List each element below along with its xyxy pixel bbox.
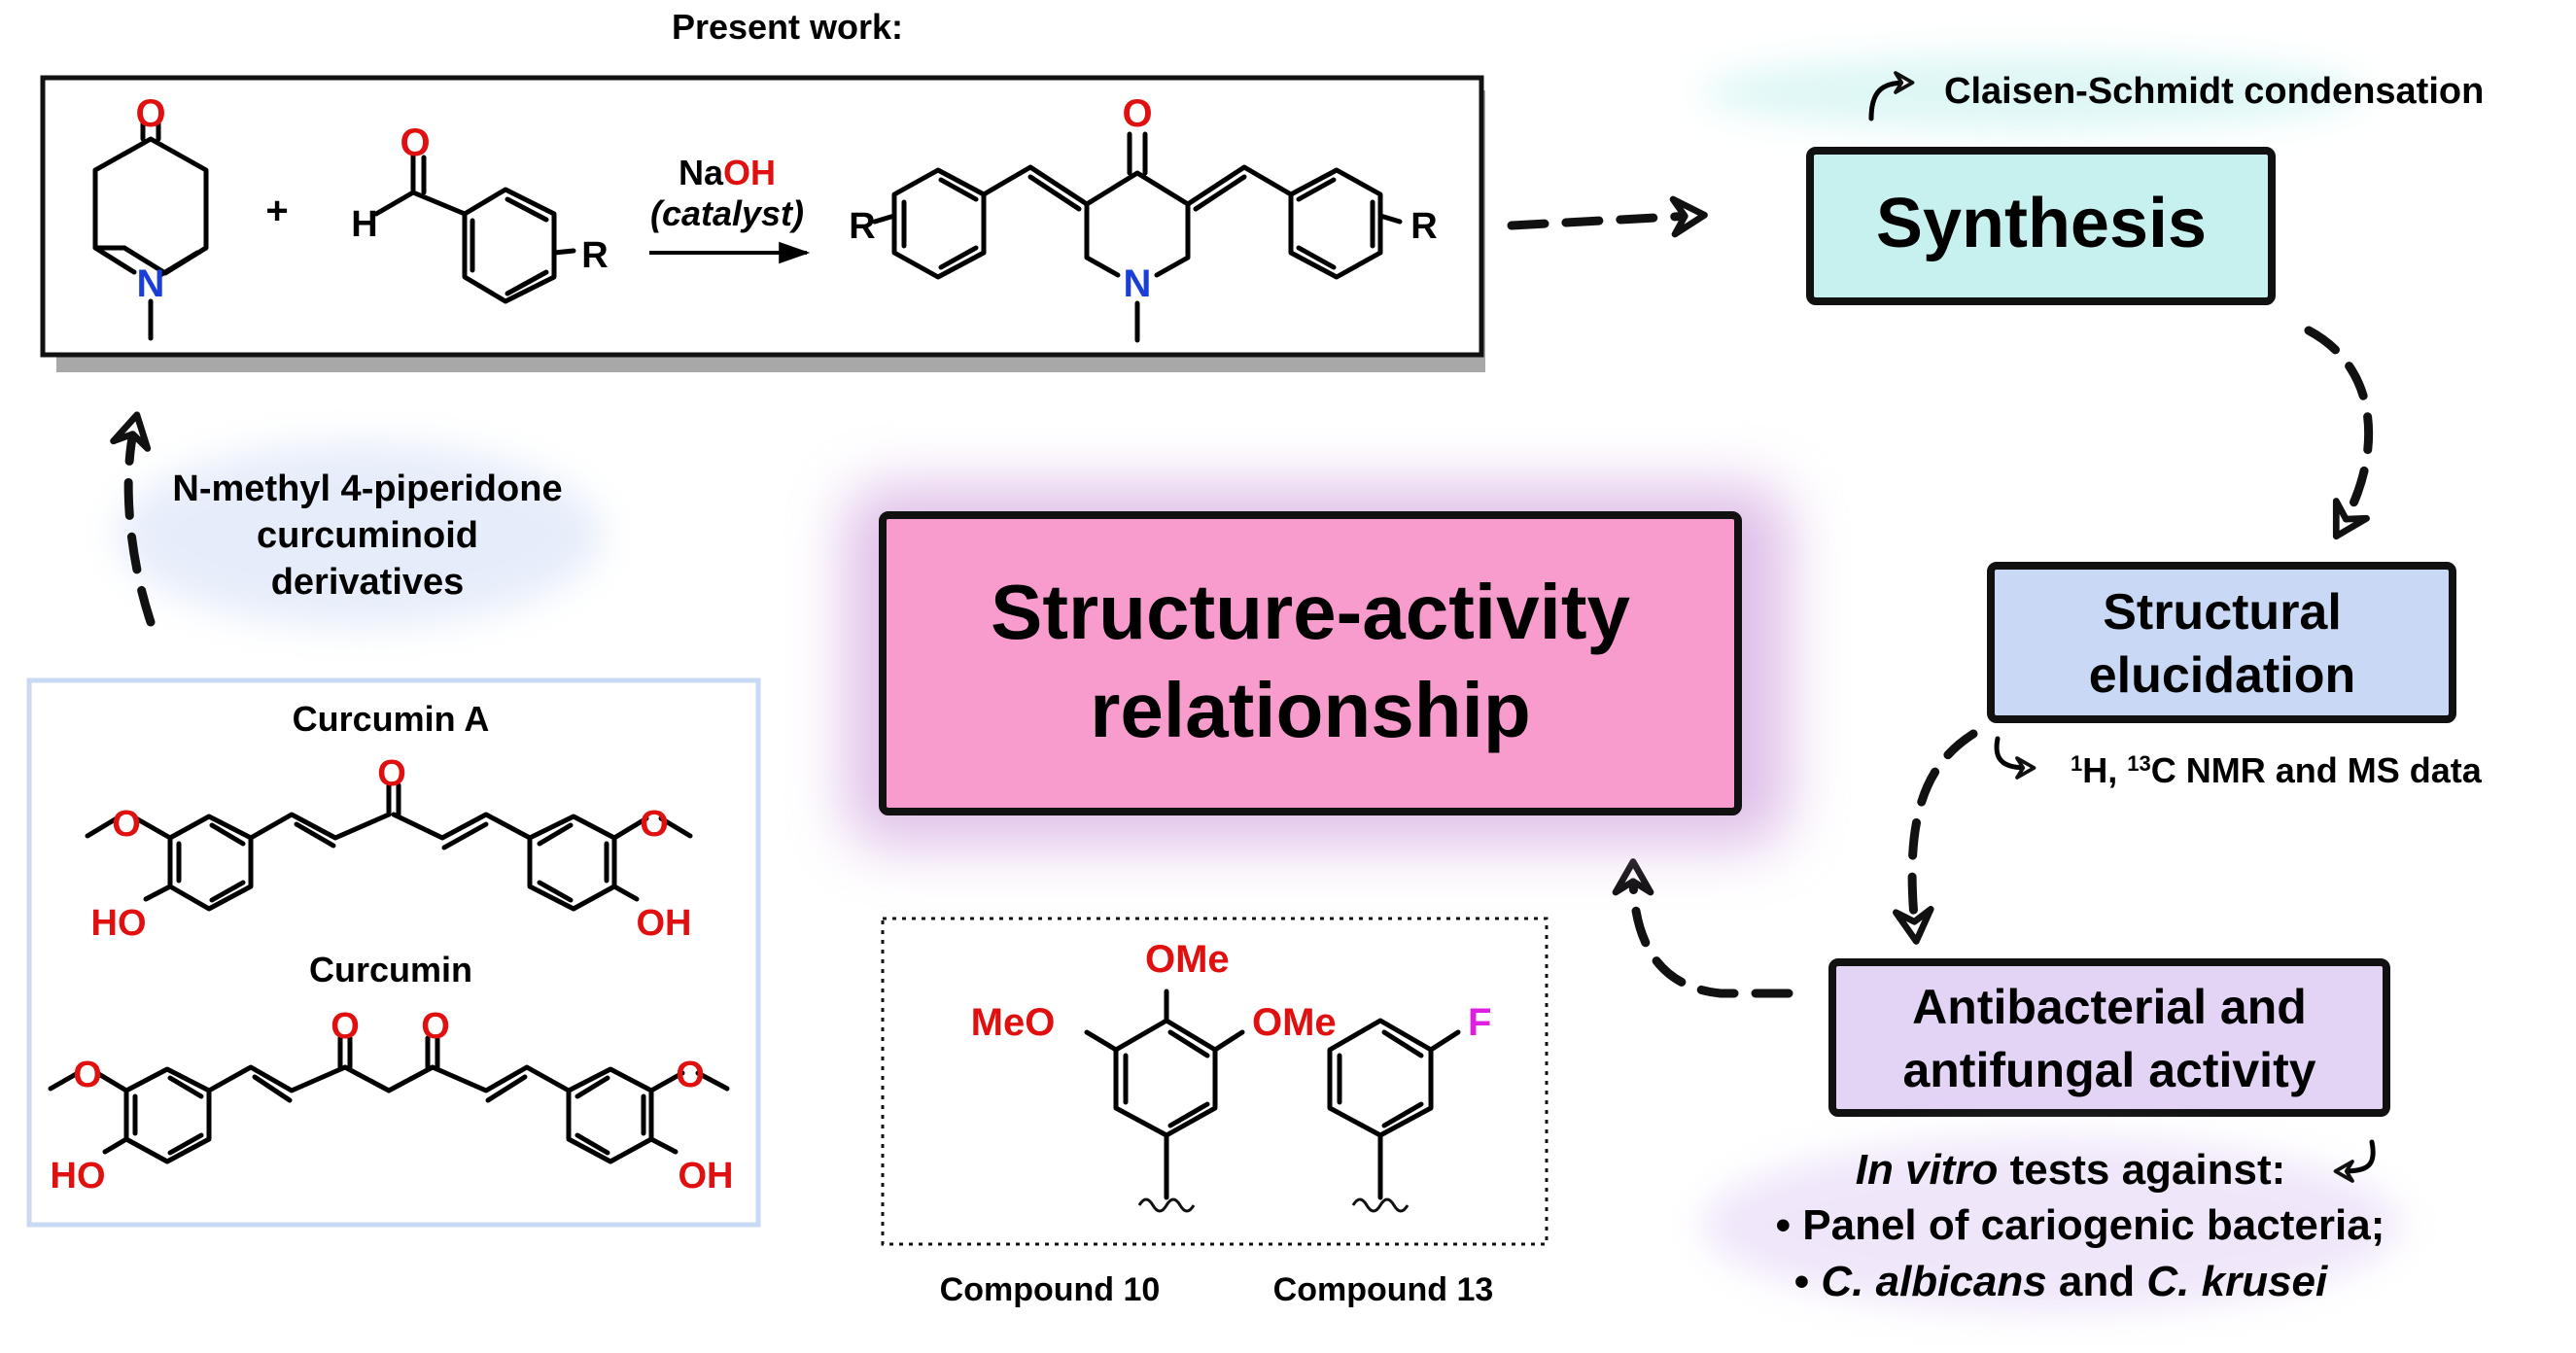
reagent-label: NaOH	[679, 153, 776, 192]
product-structure: O N R R	[849, 92, 1438, 343]
note-rest: C NMR and MS data	[2151, 750, 2483, 790]
curcuminoid-label-group: N-methyl 4-piperidone curcuminoid deriva…	[110, 411, 603, 627]
synthesis-node: Claisen-Schmidt condensation Synthesis	[1701, 55, 2484, 305]
compound-10-structure: OMe MeO OMe	[971, 938, 1337, 1213]
bullet2-and: and	[2047, 1258, 2147, 1305]
structural-note: 1H, 13C NMR and MS data	[2071, 750, 2483, 790]
plus-sign: +	[265, 190, 288, 232]
compounds-panel: OMe MeO OMe F Compound 10 Compound 13	[881, 917, 1549, 1308]
species-c-krusei: C. krusei	[2146, 1258, 2328, 1305]
reagent-oh: OH	[723, 153, 776, 192]
reagent-na: Na	[679, 153, 724, 192]
curcumin-a-oh-right: OH	[637, 903, 692, 944]
synthesis-note-glow	[1701, 55, 2362, 129]
piperidone-structure: O N	[92, 92, 209, 341]
species-c-albicans: C. albicans	[1821, 1258, 2046, 1305]
curcumin-oh-right: OH	[679, 1156, 734, 1197]
curcumin-structure: O HO O O O OH	[48, 1006, 734, 1197]
compound-13-label: Compound 13	[1273, 1271, 1494, 1308]
curcuminoid-line1: N-methyl 4-piperidone	[172, 468, 562, 509]
activity-note-arrow	[2333, 1139, 2376, 1183]
compounds-frame	[881, 917, 1549, 1246]
product-oxygen-label: O	[1122, 92, 1152, 135]
compound-10-attachment-wave	[1137, 1197, 1196, 1213]
synthesis-box	[1806, 147, 2276, 305]
activity-box	[1828, 958, 2390, 1117]
curcumin-oh-left: HO	[51, 1156, 106, 1197]
activity-label-line2: antifungal activity	[1902, 1043, 2315, 1097]
structural-box	[1987, 562, 2456, 723]
curcumin-a-ome-right: O	[640, 804, 669, 845]
curcumin-frame	[26, 677, 761, 1228]
activity-label-line1: Antibacterial and	[1912, 980, 2307, 1034]
present-work-panel: Present work: O N + O H R NaOH	[40, 7, 1485, 372]
arrow-curcumin-to-reaction	[110, 411, 156, 627]
benzaldehyde-structure: O H R	[351, 121, 609, 304]
curcumin-ome-right: O	[676, 1055, 705, 1095]
tests-against-text: tests against:	[1998, 1146, 2285, 1194]
sar-box	[879, 511, 1742, 815]
compound-13-attachment-wave	[1351, 1197, 1410, 1213]
compound-10-label: Compound 10	[940, 1271, 1161, 1308]
curcuminoid-line3: derivatives	[271, 562, 465, 603]
arrow-synthesis-to-structural	[2304, 326, 2374, 540]
note-sup-13: 13	[2127, 751, 2150, 776]
structural-label-line1: Structural	[2103, 584, 2342, 641]
synthesis-note-arrow	[1868, 71, 1915, 121]
curcumin-panel: Curcumin A O HO O O OH Curcumin	[26, 677, 761, 1228]
curcumin-a-title: Curcumin A	[293, 699, 490, 739]
curcumin-ketone-o1: O	[331, 1006, 360, 1047]
compound-10-ome-top: OMe	[1145, 938, 1230, 981]
activity-note-glow	[1701, 1137, 2401, 1312]
curcuminoid-glow	[117, 442, 603, 627]
structural-node: Structural elucidation 1H, 13C NMR and M…	[1987, 562, 2483, 790]
compound-10-ome-right: OMe	[1252, 1001, 1337, 1044]
ketone-oxygen-label: O	[135, 92, 165, 135]
curcumin-ome-left: O	[73, 1055, 102, 1095]
aldehyde-r-label: R	[581, 235, 608, 276]
curcumin-a-oh-left: HO	[91, 903, 147, 944]
activity-tests-line: In vitro tests against:	[1856, 1146, 2286, 1194]
product-r-right-label: R	[1410, 206, 1437, 247]
sar-node: Structure-activity relationship	[846, 486, 1789, 846]
aldehyde-h-label: H	[351, 204, 377, 245]
activity-bullet1: • Panel of cariogenic bacteria;	[1776, 1201, 2385, 1249]
curcumin-a-ome-left: O	[112, 804, 141, 845]
activity-node: Antibacterial and antifungal activity In…	[1701, 958, 2401, 1312]
curcumin-title: Curcumin	[309, 950, 472, 989]
synthesis-label: Synthesis	[1876, 185, 2207, 262]
compound-13-fluorine: F	[1468, 1001, 1491, 1044]
aldehyde-oxygen-label: O	[400, 121, 430, 164]
product-r-left-label: R	[849, 206, 875, 247]
sar-label-line1: Structure-activity	[991, 569, 1630, 655]
structural-note-arrow	[1994, 736, 2036, 780]
note-h: H,	[2082, 750, 2127, 790]
reaction-frame	[40, 75, 1484, 358]
curcumin-ketone-o2: O	[421, 1006, 450, 1047]
note-sup-1: 1	[2071, 751, 2082, 776]
arrow-activity-to-sar	[1612, 858, 1793, 998]
synthesis-note: Claisen-Schmidt condensation	[1944, 71, 2484, 112]
present-work-title: Present work:	[672, 7, 903, 47]
product-nitrogen-label: N	[1124, 262, 1152, 305]
compound-10-ome-left: MeO	[971, 1001, 1056, 1044]
in-vitro-text: In vitro	[1856, 1146, 1999, 1194]
reaction-arrow-group: NaOH (catalyst)	[649, 153, 811, 264]
sar-label-line2: relationship	[1090, 667, 1530, 753]
reagent-catalyst-note: (catalyst)	[650, 193, 804, 233]
activity-bullet2: • C. albicans and C. krusei	[1794, 1258, 2328, 1305]
curcumin-a-ketone-o: O	[377, 753, 406, 794]
bullet2-dot: •	[1794, 1258, 1822, 1305]
compound-13-structure: F	[1327, 1001, 1491, 1213]
piperidone-nitrogen-label: N	[137, 262, 165, 305]
arrow-structural-to-activity	[1893, 729, 1978, 945]
curcuminoid-line2: curcuminoid	[257, 515, 478, 556]
curcumin-a-structure: O HO O O OH	[85, 753, 693, 944]
structural-label-line2: elucidation	[2089, 647, 2355, 704]
arrow-reaction-to-synthesis	[1507, 195, 1708, 238]
